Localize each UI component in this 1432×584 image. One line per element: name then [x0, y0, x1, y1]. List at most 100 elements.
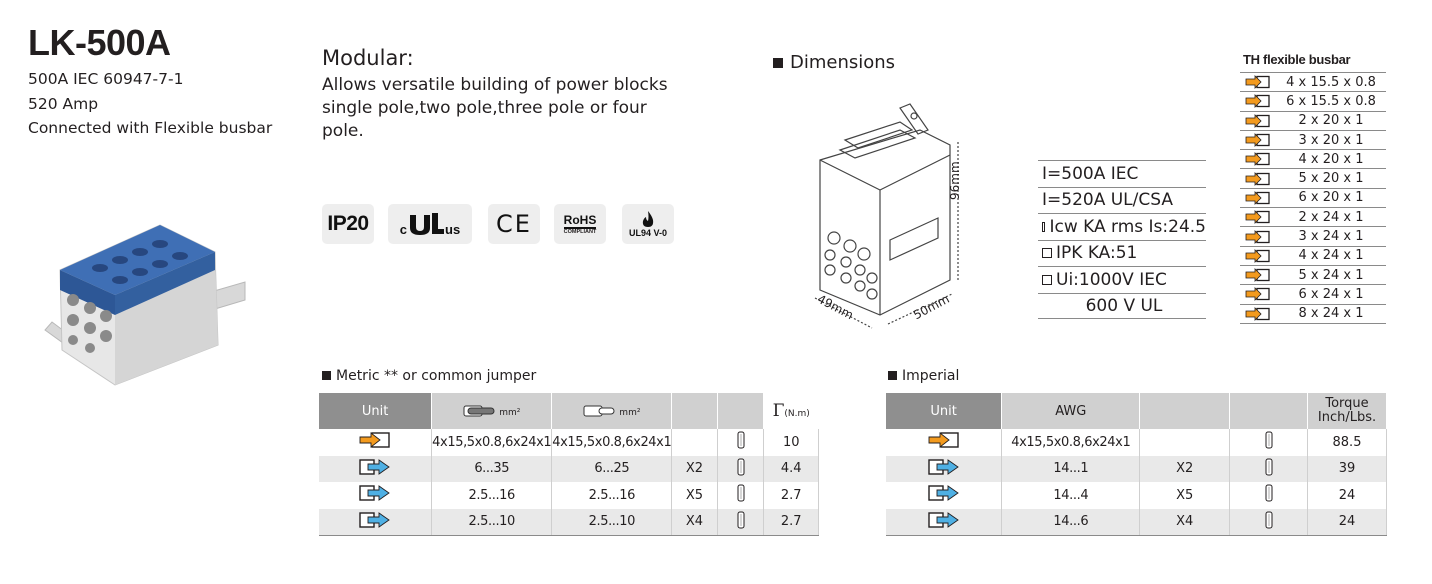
- busbar-size: 5 x 20 x 1: [1298, 171, 1364, 187]
- metric-mm2-label: mm²: [619, 407, 641, 418]
- modular-line-1: Allows versatile building of power block…: [322, 75, 668, 95]
- ul-badge: c us: [388, 204, 472, 244]
- wire-range: 2.5...10: [551, 508, 673, 536]
- busbar-arrow-icon: [1245, 210, 1270, 225]
- busbar-size: 6 x 24 x 1: [1298, 286, 1364, 302]
- imperial-torque-unit: Inch/Lbs.: [1317, 410, 1377, 425]
- ul94-badge: UL94 V-0: [622, 204, 674, 244]
- ferrule-sleeve-icon: [463, 405, 495, 417]
- multiplier: X5: [1139, 482, 1231, 509]
- busbar-size: 4 x 15.5 x 0.8: [1286, 74, 1376, 90]
- wire-range: 6...25: [551, 455, 673, 482]
- metric-header-wire: mm²: [551, 393, 673, 429]
- torque-value: 24: [1307, 508, 1387, 536]
- imperial-header-pin: [1229, 393, 1308, 429]
- wire-range: 2.5...16: [551, 482, 673, 509]
- bullet-square-icon: [773, 58, 783, 68]
- busbar-size: 4 x 24 x 1: [1298, 248, 1364, 264]
- checkbox-square-icon: [1042, 274, 1052, 285]
- busbar-arrow-icon: [1245, 75, 1270, 90]
- terminal-pin-icon: [1265, 458, 1273, 476]
- rating-text: I=500A IEC: [1042, 163, 1139, 184]
- busbar-arrow-icon: [1245, 94, 1270, 109]
- torque-gamma-icon: Γ: [772, 401, 785, 421]
- rohs-badge: RoHS COMPLIANT: [554, 204, 606, 244]
- busbar-icon-cell: [1240, 171, 1276, 186]
- busbar-row: 8 x 24 x 1: [1240, 305, 1386, 324]
- metric-header-mult: [671, 393, 718, 429]
- multiplier: X2: [671, 455, 718, 482]
- busbar-icon-cell: [1240, 152, 1276, 167]
- checkbox-square-icon: [1042, 221, 1046, 232]
- unit-cell: [319, 508, 433, 536]
- pin-cell: [1229, 429, 1308, 456]
- busbar-icon-cell: [1240, 287, 1276, 302]
- metric-mm2-label: mm²: [499, 407, 521, 418]
- height-dimension-label: 96mm: [948, 161, 962, 200]
- wire-arrow-icon: [359, 458, 390, 475]
- checkbox-square-icon: [1042, 248, 1052, 259]
- busbar-icon-cell: [1240, 133, 1276, 147]
- busbar-arrow-icon: [359, 432, 390, 449]
- ul-logo-icon: [410, 213, 445, 235]
- dimensions-title: Dimensions: [790, 52, 896, 73]
- busbar-row: 4 x 24 x 1: [1240, 247, 1386, 266]
- awg-range: 14...1: [1001, 455, 1141, 482]
- rohs-compliant-label: COMPLIANT: [563, 228, 597, 235]
- pin-cell: [717, 455, 765, 482]
- ul94-label: UL94 V-0: [628, 228, 668, 238]
- multiplier: [1139, 429, 1231, 456]
- busbar-row: 4 x 15.5 x 0.8: [1240, 73, 1386, 93]
- rating-text: 600 V UL: [1085, 295, 1163, 316]
- wire-arrow-icon: [927, 458, 959, 475]
- busbar-title: TH flexible busbar: [1243, 52, 1351, 67]
- awg-range: 4x15,5x0.8,6x24x1: [1001, 429, 1141, 456]
- unit-cell: [886, 455, 1003, 482]
- rating-item: I=520A UL/CSA: [1038, 186, 1206, 214]
- busbar-icon-cell: [1240, 268, 1276, 283]
- unit-cell: [886, 429, 1003, 456]
- unit-cell: [319, 482, 433, 509]
- metric-torque-unit: (N.m): [784, 409, 810, 419]
- busbar-icon-cell: [1240, 229, 1276, 244]
- busbar-arrow-icon: [1245, 190, 1270, 205]
- busbar-arrow-icon: [1245, 248, 1270, 263]
- busbar-icon-cell: [1240, 190, 1276, 205]
- imperial-title: Imperial: [902, 368, 960, 384]
- busbar-arrow-icon: [1245, 152, 1270, 167]
- wire-arrow-icon: [927, 485, 959, 502]
- ip20-badge: IP20: [322, 204, 374, 244]
- busbar-row: 3 x 24 x 1: [1240, 227, 1386, 247]
- busbar-row: 6 x 24 x 1: [1240, 285, 1386, 305]
- busbar-size: 6 x 20 x 1: [1298, 190, 1364, 206]
- rating-item: I=500A IEC: [1038, 160, 1206, 187]
- spec-connection: Connected with Flexible busbar: [28, 119, 273, 137]
- awg-range: 14...4: [1001, 482, 1141, 509]
- busbar-icon-cell: [1240, 306, 1276, 321]
- multiplier: X4: [1139, 508, 1231, 536]
- busbar-row: 5 x 24 x 1: [1240, 266, 1386, 286]
- wire-arrow-icon: [359, 511, 390, 528]
- rating-item: Ui:1000V IEC: [1038, 266, 1206, 293]
- rating-text: IPK KA:51: [1056, 243, 1138, 264]
- modular-line-3: pole.: [322, 121, 364, 141]
- ferrule-range: 2.5...10: [431, 508, 553, 536]
- busbar-size: 4 x 20 x 1: [1298, 151, 1364, 167]
- busbar-arrow-icon: [1245, 171, 1270, 186]
- imperial-header-awg: AWG: [1001, 393, 1141, 429]
- modular-title: Modular:: [322, 46, 414, 70]
- product-title: LK-500A: [28, 22, 171, 63]
- busbar-row: 6 x 20 x 1: [1240, 189, 1386, 209]
- pin-cell: [1229, 508, 1308, 536]
- busbar-arrow-icon: [1245, 133, 1270, 147]
- terminal-pin-icon: [1265, 431, 1273, 449]
- ul-c-label: c: [399, 221, 408, 237]
- rating-text: Icw KA rms Is:24.5: [1049, 216, 1206, 237]
